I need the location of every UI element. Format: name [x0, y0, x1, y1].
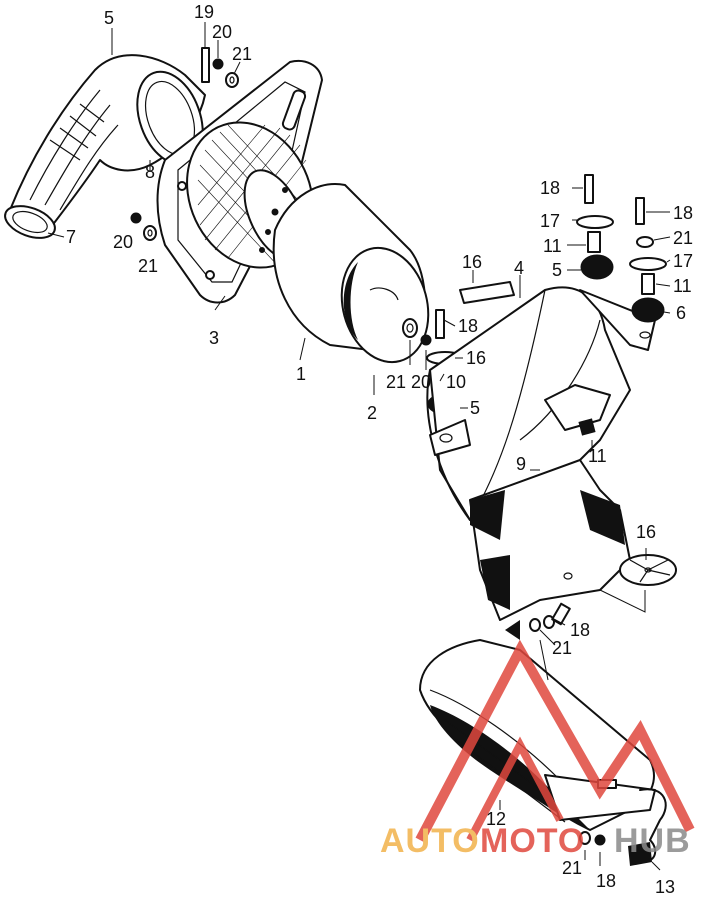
lower-silencer-box [419, 639, 656, 831]
lower-bolt-hardware [505, 602, 606, 846]
callout-3: 3 [209, 328, 219, 348]
callout-14: 16 [636, 522, 656, 542]
callout-10: 9 [516, 454, 526, 474]
callout-13: 13 [655, 877, 675, 897]
watermark-hub: HUB [614, 822, 691, 860]
callout-11: 10 [446, 372, 466, 392]
callout-21: 21 [386, 372, 406, 392]
callout-20: 20 [113, 232, 133, 252]
callout-11: 11 [543, 236, 562, 256]
callout-20: 20 [411, 372, 431, 392]
callout-21: 21 [552, 638, 572, 658]
callout-5: 5 [552, 260, 562, 280]
callout-16: 16 [466, 348, 486, 368]
cap-disc [619, 554, 677, 586]
callout-21: 21 [673, 228, 693, 248]
callout-21: 21 [232, 44, 252, 64]
callout-7: 7 [66, 227, 76, 247]
watermark-mountain-icon [415, 639, 695, 843]
band-tray [469, 418, 631, 621]
callout-21: 21 [138, 256, 158, 276]
callout-9: 11 [588, 446, 607, 466]
callout-2: 2 [367, 403, 377, 423]
label-decal [459, 281, 515, 304]
callout-21: 21 [562, 858, 582, 878]
callout-18: 18 [458, 316, 478, 336]
right-mount-stack-b [629, 197, 667, 323]
callout-18: 18 [540, 178, 560, 198]
watermark-auto: AUTO [380, 822, 480, 860]
callout-16: 17 [673, 251, 693, 271]
callout-16: 17 [540, 211, 560, 231]
callout-20: 20 [212, 22, 232, 42]
callout-1: 1 [296, 364, 306, 384]
top-bolt-hardware [201, 47, 239, 88]
leader-lines [47, 22, 671, 871]
watermark-moto: MOTO [480, 822, 585, 860]
callout-19: 19 [194, 2, 214, 22]
callout-5: 6 [676, 303, 686, 323]
watermark-logo: AUTO MOTO HUB [380, 639, 695, 860]
callout-5: 5 [470, 398, 480, 418]
callout-11: 11 [673, 276, 692, 296]
callout-8: 8 [145, 162, 155, 182]
right-mount-stack-a [576, 174, 614, 280]
callout-17: 18 [596, 871, 616, 891]
callout-4: 4 [514, 258, 524, 278]
callout-15: 16 [462, 252, 482, 272]
filter-cover [272, 183, 430, 364]
callout-17: 18 [570, 620, 590, 640]
callout-6: 5 [104, 8, 114, 28]
callout-12: 12 [486, 809, 506, 829]
clip-part-13 [628, 788, 667, 866]
left-nut-washer [130, 212, 157, 241]
callout-18: 18 [673, 203, 693, 223]
callout-labels: 5 19 20 21 7 8 20 21 3 1 2 16 4 18 16 21… [66, 2, 693, 897]
